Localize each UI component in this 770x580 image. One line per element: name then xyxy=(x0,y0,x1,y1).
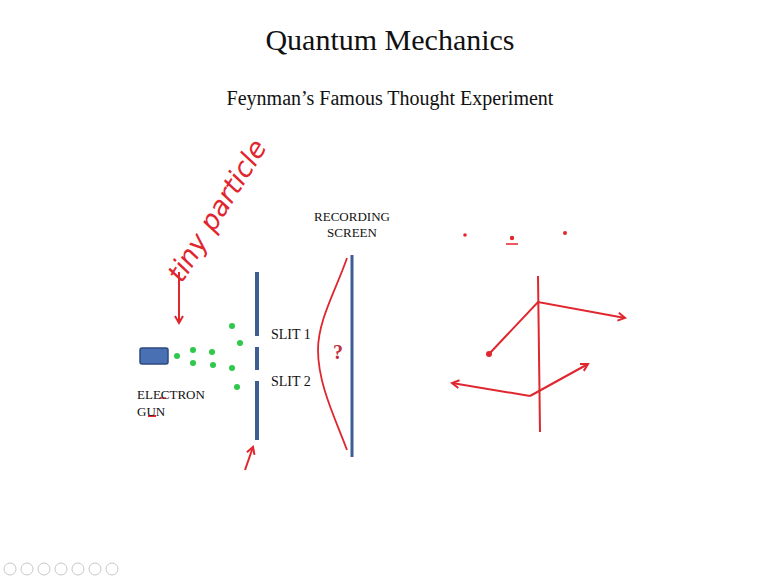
gun-label: ELECTRON GUN xyxy=(137,387,212,421)
slide-title: Quantum Mechanics xyxy=(265,23,514,57)
slit-label: SLIT 1 xyxy=(271,327,311,343)
handwritten-note: tiny particle xyxy=(161,133,273,286)
slit-label: SLIT 2 xyxy=(271,374,311,390)
screen-label: RECORDING SCREEN xyxy=(304,209,400,240)
question-mark: ? xyxy=(333,341,343,364)
slide-subtitle: Feynman’s Famous Thought Experiment xyxy=(227,87,554,110)
